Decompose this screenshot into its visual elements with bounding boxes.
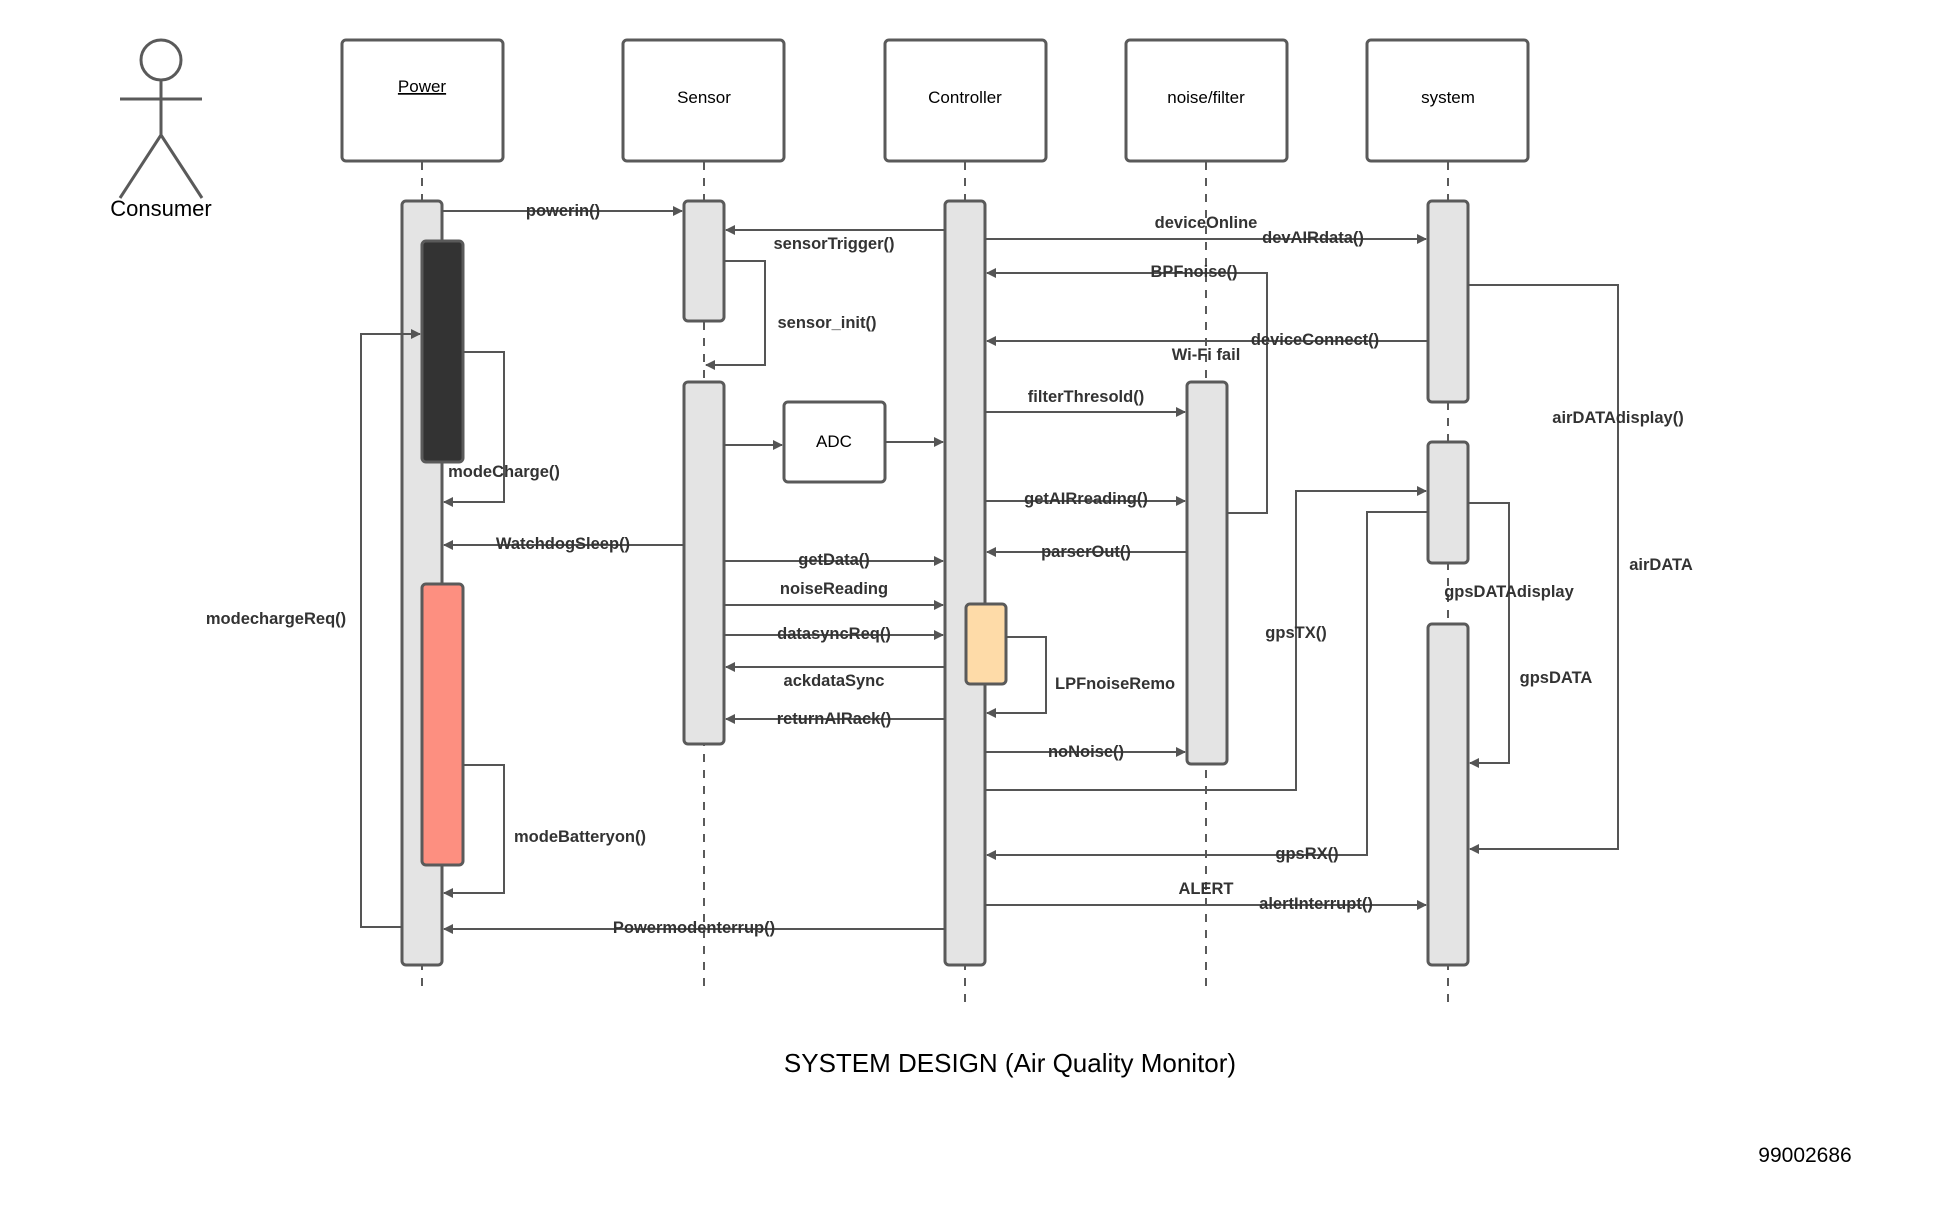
adc-label: ADC: [816, 432, 852, 451]
diagram-caption: SYSTEM DESIGN (Air Quality Monitor): [784, 1048, 1236, 1078]
LPFnoiseRemo-arrow: [986, 636, 1047, 718]
noise-filter-participant-label: noise/filter: [1167, 88, 1245, 107]
battery-mode-block: [420, 582, 465, 867]
sensorTrigger-label: sensorTrigger(): [773, 235, 894, 253]
LPFnoiseRemo-label: LPFnoiseRemo: [1055, 675, 1175, 693]
modeCharge-arrow: [443, 351, 505, 507]
deviceConnect-label: deviceConnect(): [1251, 331, 1379, 349]
sensor-activation-2: [682, 380, 726, 746]
wifi-fail-label: Wi-Fi fail: [1172, 346, 1241, 364]
system-participant-label: system: [1421, 88, 1475, 107]
returnAIRack-label: returnAIRack(): [777, 710, 892, 728]
system-activation-2: [1426, 440, 1470, 565]
modeCharge-label: modeCharge(): [448, 463, 560, 481]
ALERT-label: ALERT: [1179, 880, 1234, 898]
alertInterrupt-label: alertInterrupt(): [1259, 895, 1373, 913]
noise-filter-participant: [1124, 38, 1289, 163]
diagram-id: 99002686: [1758, 1144, 1851, 1167]
noiseReading-label: noiseReading: [780, 580, 888, 598]
getData-label: getData(): [798, 551, 870, 569]
gpsRX-arrow: [986, 511, 1428, 860]
controller-participant: [883, 38, 1048, 163]
devAIRdata-label: devAIRdata(): [1262, 229, 1364, 247]
sensor-participant-label: Sensor: [677, 88, 731, 107]
message-labels: powerin() sensorTrigger() sensor_init() …: [206, 202, 1693, 937]
system-activation-1: [1426, 199, 1470, 404]
Powermodenterrup-label: Powermodenterrup(): [613, 919, 775, 937]
airDATA-label: airDATA: [1629, 556, 1693, 574]
modeBatteryon-label: modeBatteryon(): [514, 828, 646, 846]
noNoise-label: noNoise(): [1048, 743, 1124, 761]
gpsRX-label: gpsRX(): [1275, 845, 1338, 863]
BPFnoise-arrow: [986, 268, 1268, 514]
modechargeReq-arrow: [360, 329, 421, 928]
parserOut-label: parserOut(): [1041, 543, 1131, 561]
powerin-label: powerin(): [526, 202, 600, 220]
sensor-init-arrow: [705, 260, 766, 370]
message-arrows: [360, 206, 1619, 934]
system-participant: [1365, 38, 1530, 163]
deviceOnline-label: deviceOnline: [1155, 214, 1258, 232]
sensor-init-label: sensor_init(): [777, 314, 876, 332]
consumer-label: Consumer: [110, 196, 211, 221]
power-participant: [340, 38, 505, 163]
sensor-activation-1: [682, 199, 726, 323]
charge-mode-block: [420, 239, 465, 464]
power-participant-label: Power: [398, 77, 447, 96]
controller-participant-label: Controller: [928, 88, 1002, 107]
noise-filter-activation: [1185, 380, 1229, 766]
lpf-processing-block: [964, 602, 1008, 686]
modechargeReq-label: modechargeReq(): [206, 610, 346, 628]
modeBatteryon-arrow: [443, 764, 505, 898]
gpsDATAdisplay-label: gpsDATAdisplay: [1444, 583, 1574, 601]
gpsDATA-arrow: [1468, 502, 1510, 768]
consumer-actor: [118, 38, 204, 199]
airDATAdisplay-label: airDATAdisplay(): [1552, 409, 1683, 427]
ackdataSync-label: ackdataSync: [784, 672, 885, 690]
gpsTX-label: gpsTX(): [1265, 624, 1326, 642]
getAIRreading-label: getAIRreading(): [1024, 490, 1148, 508]
WatchdogSleep-label: WatchdogSleep(): [496, 535, 630, 553]
filterThresold-label: filterThresold(): [1028, 388, 1144, 406]
sensor-participant: [621, 38, 786, 163]
airDATA-arrow: [1468, 284, 1619, 854]
BPFnoise-label: BPFnoise(): [1150, 263, 1237, 281]
controller-activation: [943, 199, 987, 967]
gpsDATA-label: gpsDATA: [1520, 669, 1593, 687]
system-activation-3: [1426, 622, 1470, 967]
gpsTX-arrow: [985, 486, 1427, 791]
datasyncReq-label: datasyncReq(): [777, 625, 891, 643]
